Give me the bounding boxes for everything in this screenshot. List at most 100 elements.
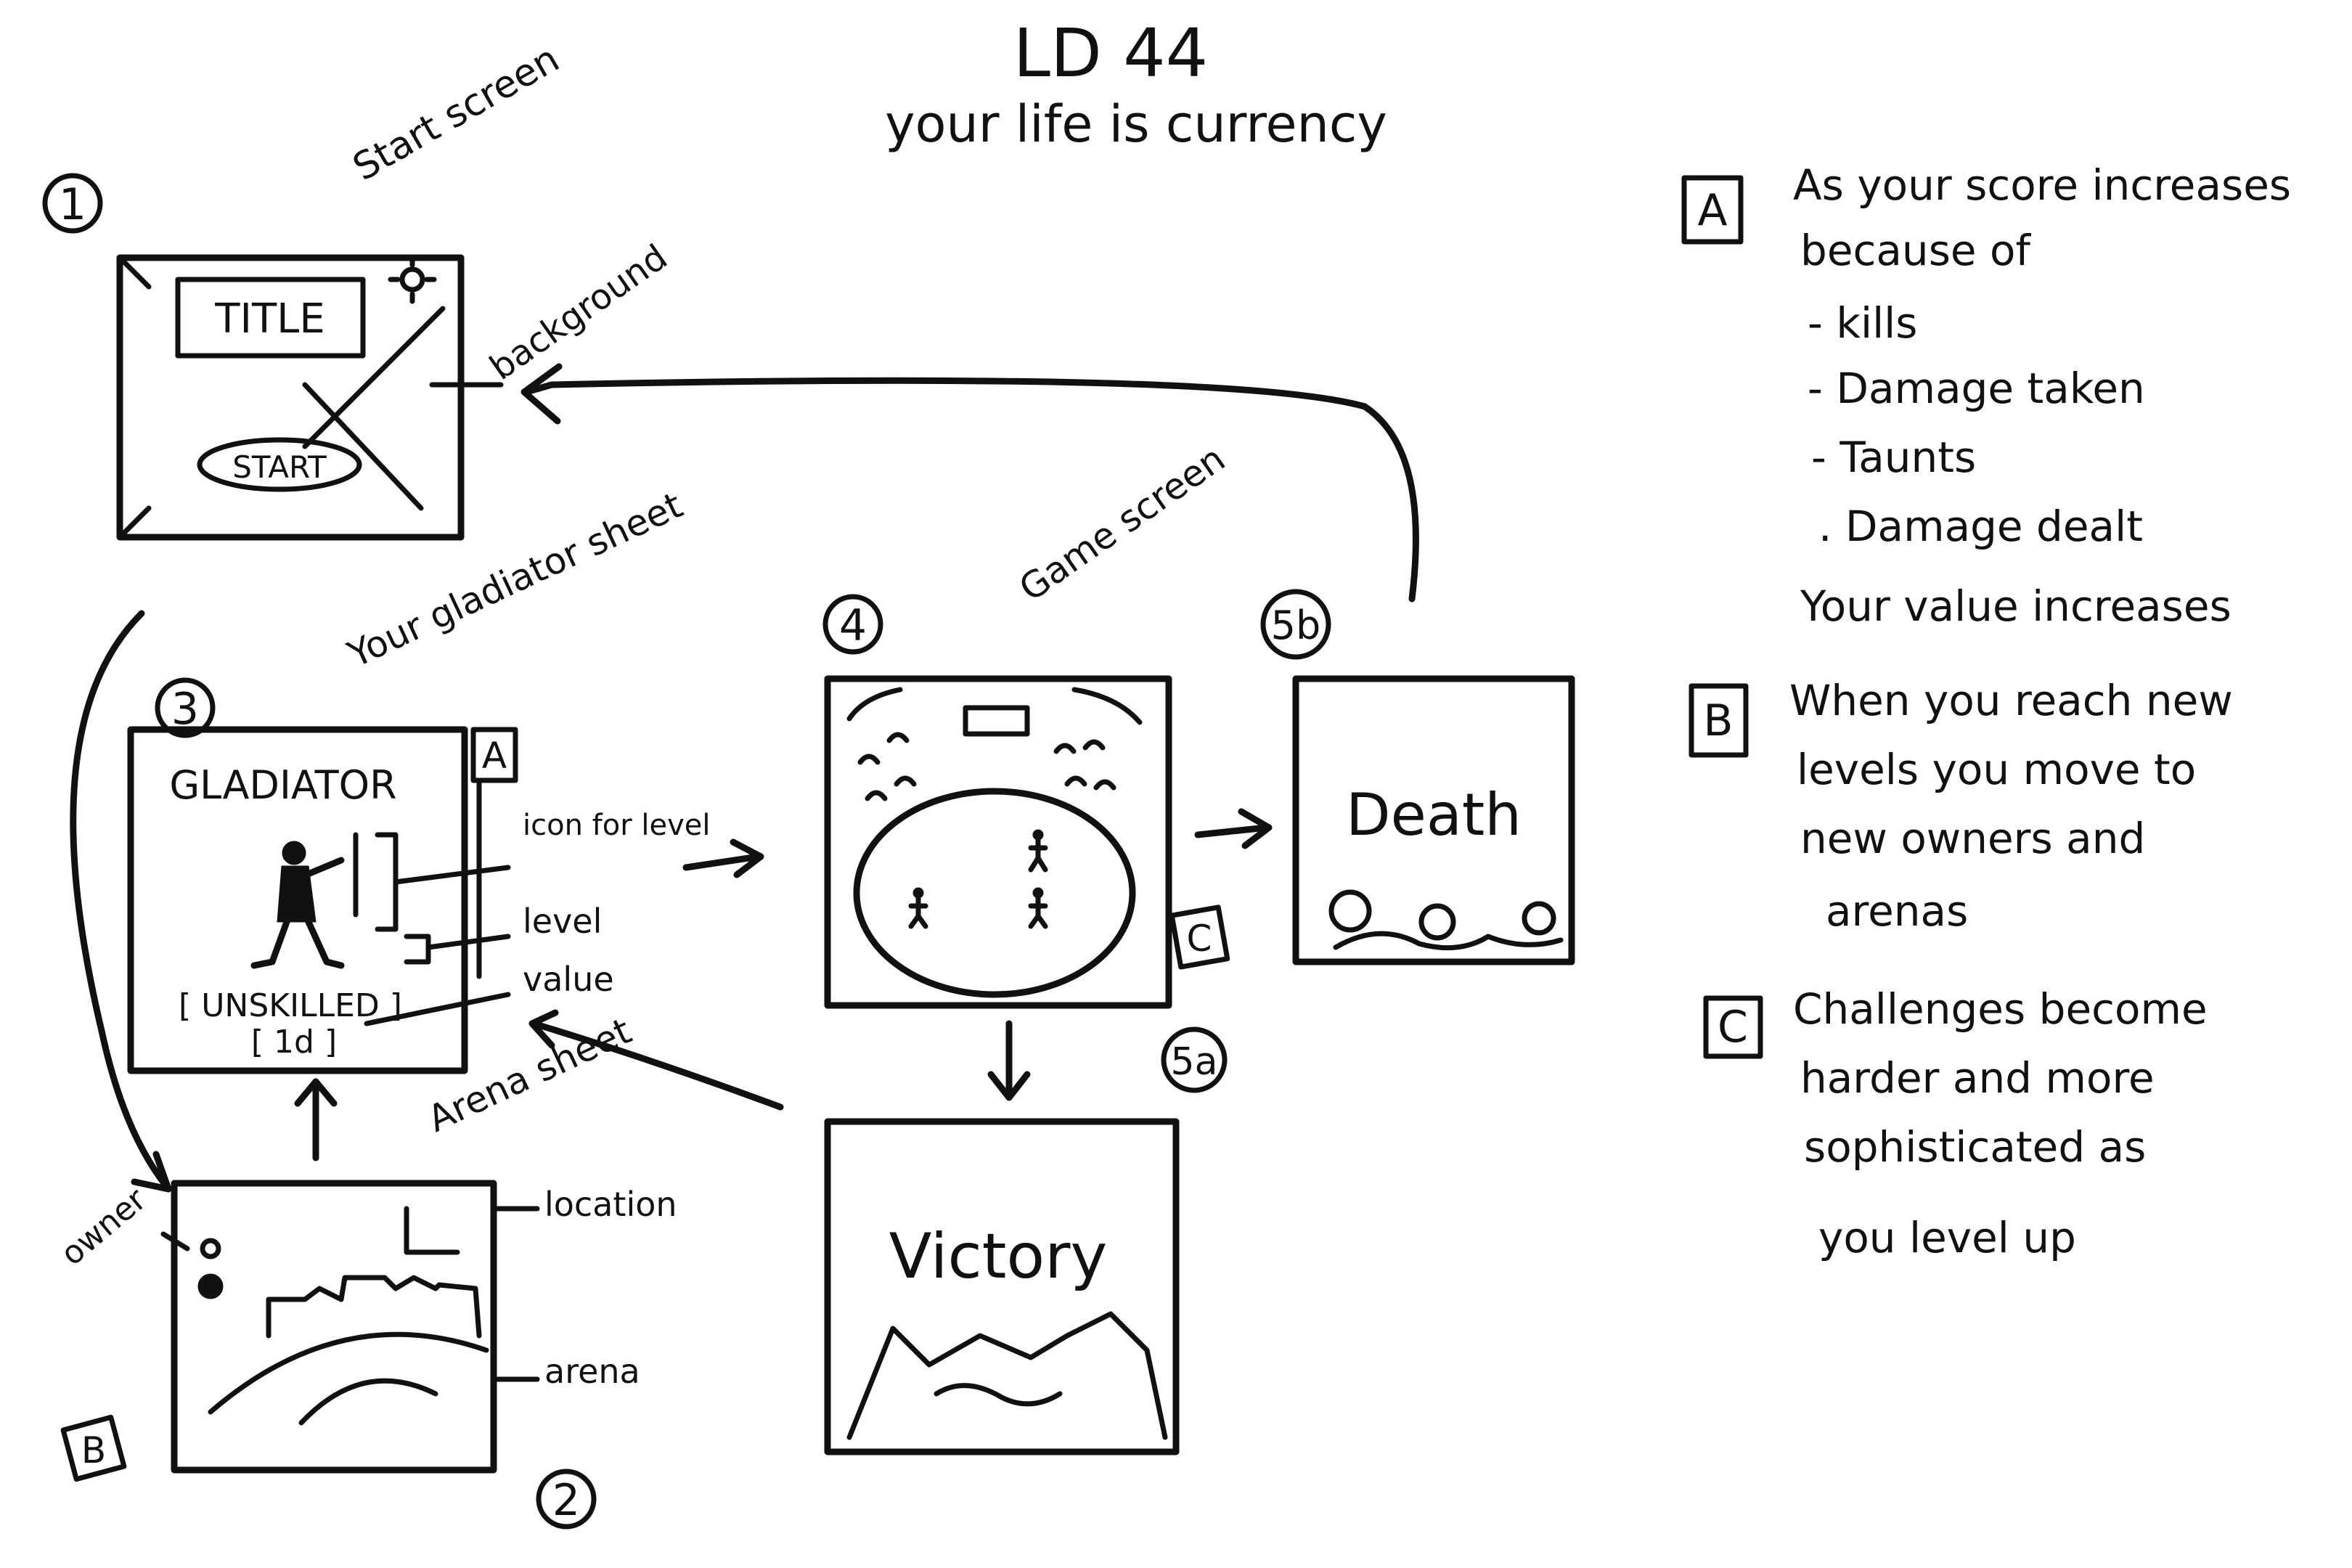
background-label: background <box>483 237 675 388</box>
screen-label: Start screen <box>346 37 567 189</box>
note-c: C Challenges become harder and more soph… <box>1703 984 2208 1262</box>
arena-outer-arc <box>208 1331 489 1415</box>
corner-line <box>117 505 152 540</box>
icon-pointer <box>393 865 511 885</box>
screen-number-badge <box>1161 1026 1228 1093</box>
crowd-left <box>857 732 917 801</box>
level-icon-bracket <box>375 832 399 932</box>
note-line: new owners and <box>1800 814 2145 863</box>
arrow-start-to-arena <box>70 610 171 1191</box>
stands-left <box>846 687 903 722</box>
sun-icon <box>388 255 437 304</box>
level-label: level <box>523 902 602 941</box>
owner-pointer <box>160 1231 190 1251</box>
arena-inner-arc <box>298 1378 438 1426</box>
note-line: Challenges become <box>1793 984 2208 1034</box>
arena-label: arena <box>544 1352 640 1391</box>
arena-sheet-frame <box>171 1180 497 1474</box>
note-line: . Damage dealt <box>1818 502 2143 551</box>
flow-arrows <box>70 363 1419 1193</box>
owner-icon <box>197 1238 224 1299</box>
start-screen-frame <box>116 254 465 541</box>
note-b: B When you reach new levels you move to … <box>1689 676 2233 936</box>
note-ref-box <box>1689 683 1749 758</box>
arena-floor <box>853 788 1136 998</box>
start-button-label: START <box>232 449 327 485</box>
note-line: harder and more <box>1800 1053 2155 1103</box>
note-ref-box <box>1681 175 1744 245</box>
location-label: location <box>544 1185 677 1224</box>
page-subtitle: your life is currency <box>885 94 1387 154</box>
note-line: When you reach new <box>1789 676 2233 725</box>
note-line: - kills <box>1808 298 1918 348</box>
screen-label: Arena sheet <box>422 1010 638 1140</box>
note-ref: A <box>482 735 507 777</box>
arrow-victory-to-gladiator <box>530 1020 784 1111</box>
level-pointer <box>425 934 511 950</box>
note-ref-box <box>60 1414 127 1482</box>
note-line: - Taunts <box>1811 433 1976 482</box>
title-box-text: TITLE <box>214 295 325 343</box>
note-line: sophisticated as <box>1804 1122 2146 1172</box>
screen-number-badge <box>536 1469 597 1530</box>
game-screen: 4 Game screen <box>822 437 1233 1009</box>
location-icon <box>404 1206 460 1255</box>
note-ref-box <box>1169 905 1230 970</box>
screen-number: 2 <box>552 1475 580 1526</box>
scoreboard <box>963 705 1030 737</box>
level-bracket <box>404 934 431 965</box>
screen-label: Your gladiator sheet <box>341 484 689 677</box>
start-button[interactable] <box>197 437 362 492</box>
skull-icons <box>1328 889 1564 951</box>
death-screen-frame <box>1292 675 1575 965</box>
note-line: arenas <box>1826 886 1968 936</box>
screen-number: 1 <box>59 179 86 230</box>
note-ref: C <box>1718 1002 1748 1053</box>
note-line: As your score increases <box>1793 160 2291 210</box>
enemy-icon <box>1028 887 1048 929</box>
screen-number-badge <box>1260 589 1331 660</box>
arrow-game-to-death <box>1194 824 1270 838</box>
victory-rubble-detail <box>934 1383 1063 1407</box>
screen-number: 5a <box>1171 1040 1218 1084</box>
owner-label: owner <box>54 1180 154 1273</box>
title-box <box>175 277 366 359</box>
victory-screen-frame <box>824 1118 1180 1455</box>
note-ref: B <box>1703 695 1733 746</box>
page-title: LD 44 <box>1013 15 1208 92</box>
gladiator-heading: GLADIATOR <box>169 762 396 808</box>
note-ref: B <box>81 1429 106 1471</box>
note-ref: C <box>1187 918 1212 960</box>
death-text: Death <box>1346 781 1522 849</box>
gladiator-sheet-frame <box>127 726 468 1074</box>
note-line: because of <box>1800 226 2032 275</box>
screen-number: 5b <box>1271 603 1321 648</box>
arrow-gladiator-to-game <box>682 853 762 871</box>
enemy-icon <box>908 887 928 929</box>
gladiator-icon <box>1028 829 1048 873</box>
note-ref-box <box>1703 995 1763 1059</box>
screen-number-badge <box>822 594 883 655</box>
corner-line <box>117 255 152 290</box>
arrow-death-to-start <box>523 377 1419 603</box>
victory-text: Victory <box>889 1220 1108 1293</box>
note-ref: A <box>1697 185 1727 236</box>
victory-rubble <box>846 1311 1168 1440</box>
death-screen: 5b Death <box>1260 589 1575 965</box>
screen-number: 4 <box>839 600 867 651</box>
note-ref-box <box>470 727 518 783</box>
note-line: Your value increases <box>1800 581 2231 631</box>
arena-sheet: Arena sheet owner location arena B 2 <box>54 1010 677 1530</box>
background-cross <box>302 382 424 511</box>
gladiator-figure <box>250 832 359 969</box>
note-line: - Damage taken <box>1808 364 2145 413</box>
note-line: levels you move to <box>1797 745 2196 794</box>
start-screen: 1 Start screen TITLE START background <box>42 37 675 541</box>
screen-label: Game screen <box>1012 437 1233 609</box>
skill-label: [ UNSKILLED ] <box>179 987 402 1024</box>
crowd-right <box>1053 739 1116 791</box>
gladiator-sheet: 3 Your gladiator sheet GLADIATOR [ UNSKI… <box>127 484 710 1074</box>
note-a: A As your score increases because of - k… <box>1681 160 2291 631</box>
value-label: value <box>523 960 614 999</box>
